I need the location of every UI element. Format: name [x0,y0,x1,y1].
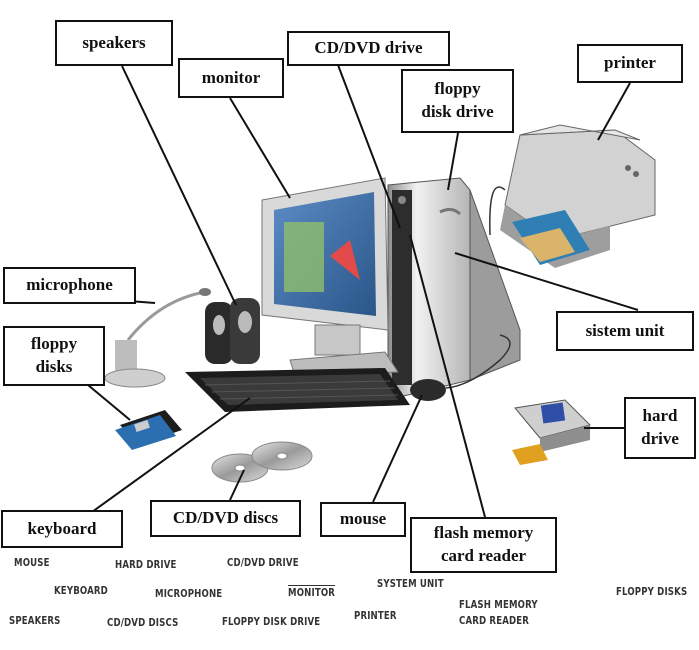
word-cd-dvd-discs: CD/DVD DISCS [107,616,179,629]
leader-sistem-unit [454,252,639,311]
leader-mouse [372,394,423,503]
label-microphone: microphone [3,267,136,304]
label-cd-dvd-discs: CD/DVD discs [150,500,301,537]
word-floppy-disks: FLOPPY DISKS [616,585,688,598]
label-floppy-disks: floppy disks [3,326,105,386]
word-floppy-disk-drive: FLOPPY DISK DRIVE [222,615,321,628]
label-cd-dvd-drive: CD/DVD drive [287,31,450,66]
word-monitor: MONITOR [288,586,336,599]
label-printer: printer [577,44,683,83]
label-flash-memory-card-reader: flash memory card reader [410,517,557,573]
label-sistem-unit: sistem unit [556,311,694,351]
monitor [261,177,399,377]
speakers [205,298,260,364]
leader-monitor [229,97,291,199]
label-floppy-disk-drive: floppy disk drive [401,69,514,133]
word-system-unit: SYSTEM UNIT [377,577,444,590]
word-cd-dvd-drive: CD/DVD DRIVE [227,556,299,569]
leader-speakers [121,65,237,306]
word-printer: PRINTER [354,609,397,622]
label-speakers: speakers [55,20,173,66]
word-microphone: MICROPHONE [155,587,223,600]
floppy-disks [115,410,182,450]
leader-keyboard [91,397,251,513]
system-unit [387,177,521,399]
leader-floppy-disk-drive [447,132,459,191]
label-hard-drive: hard drive [624,397,696,459]
word-mouse: MOUSE [14,556,50,569]
word-flash-memory: FLASH MEMORY [459,598,538,611]
label-mouse: mouse [320,502,406,537]
leader-floppy-disks [87,384,131,421]
mouse [410,334,511,401]
microphone [104,288,211,388]
keyboard [185,368,410,412]
leader-cd-dvd-discs [229,469,245,501]
leader-cd-dvd-drive [337,64,401,229]
cd-dvd-discs [211,441,313,483]
label-keyboard: keyboard [1,510,123,548]
label-monitor: monitor [178,58,284,98]
leader-printer [597,82,631,141]
leader-flash-memory [409,234,486,518]
leader-lines [87,64,639,518]
word-card-reader: CARD READER [459,614,530,627]
word-speakers: SPEAKERS [9,614,61,627]
printer [489,124,656,268]
word-hard-drive: HARD DRIVE [115,558,177,571]
hard-drive [512,399,591,465]
word-keyboard: KEYBOARD [54,584,108,597]
